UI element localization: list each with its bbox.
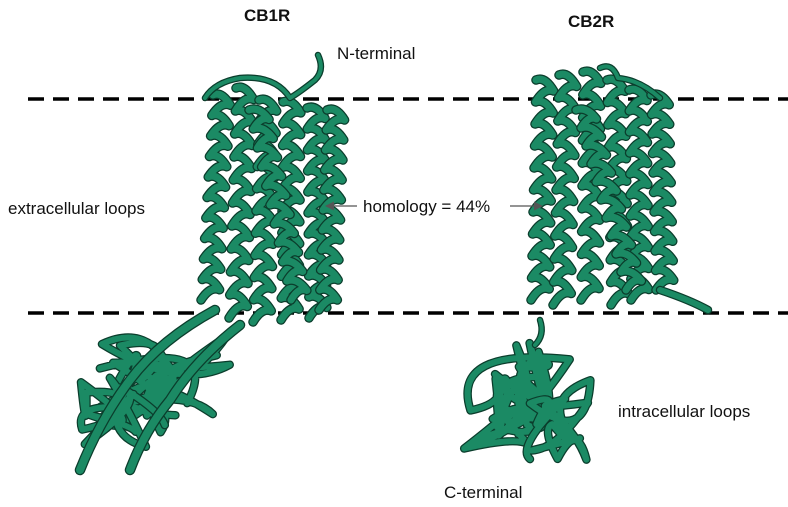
cb1r-helix-7 — [245, 105, 311, 304]
cb1r-helix-6 — [315, 105, 349, 314]
cb1r-structure — [74, 51, 350, 476]
cb2r-helix-5 — [625, 85, 653, 304]
cb1r-helix-5 — [303, 103, 331, 322]
cb2r-structure — [459, 63, 713, 464]
cb1r-beta-strand-1 — [76, 306, 219, 474]
homology-label: homology = 44% — [363, 197, 491, 216]
cb2r-title: CB2R — [568, 12, 615, 31]
cb1r-helix-2 — [225, 83, 258, 322]
cb2r-helix-3 — [577, 67, 605, 304]
cb1r-n-terminal-loop — [203, 53, 323, 100]
cb2r-intracellular-domain — [461, 340, 573, 452]
cb2r-helix-8 — [657, 287, 711, 313]
cb2r-intracellular-domain-2 — [523, 377, 594, 463]
c-terminal-label: C-terminal — [444, 483, 523, 502]
cb2r-helix-7 — [572, 105, 645, 294]
cb2r-helix-1 — [527, 75, 558, 304]
cb1r-title: CB1R — [244, 6, 291, 25]
intracellular-loops-label: intracellular loops — [618, 402, 751, 421]
n-terminal-label: N-terminal — [337, 44, 416, 63]
cb2r-n-terminal-loop — [598, 64, 662, 100]
cb1r-beta-strand-2 — [126, 321, 244, 474]
extracellular-loops-label: extracellular loops — [8, 199, 146, 218]
cb2r-linker — [533, 318, 544, 347]
cb2r-helix-6 — [647, 90, 678, 294]
cb1r-helix-1 — [197, 90, 234, 304]
cb2r-helix-2 — [549, 70, 581, 309]
